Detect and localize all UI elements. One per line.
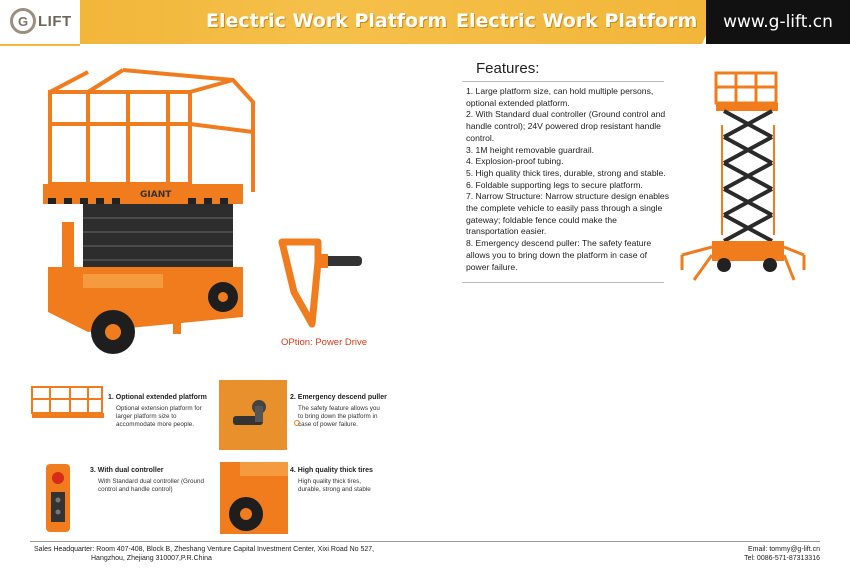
header-title-left: Electric Work Platform xyxy=(206,10,448,32)
footer-tel: Tel: 0086-571-87313316 xyxy=(744,555,820,562)
option-bullet-icon xyxy=(294,420,300,426)
main-scissor-lift-image: GIANT xyxy=(43,68,255,354)
option-2-desc: The safety feature allows you to bring d… xyxy=(298,405,380,428)
side-extended-lift-image xyxy=(680,71,806,281)
option-dual-controller-image xyxy=(46,464,70,532)
footer-divider xyxy=(30,541,820,542)
option-thick-tires-image xyxy=(220,462,288,534)
option-power-drive-label: OPtion: Power Drive xyxy=(281,337,368,348)
header-logo-area: G LIFT xyxy=(0,0,80,46)
feature-item: 4. Explosion-proof tubing. xyxy=(466,156,564,167)
feature-item: 2. With Standard dual controller (Ground… xyxy=(466,109,666,143)
feature-item: 1. Large platform size, can hold multipl… xyxy=(466,86,654,108)
features-divider-top xyxy=(462,81,664,82)
header-website-area: www.g-lift.cn xyxy=(706,0,850,44)
option-2-title: 2. Emergency descend puller xyxy=(290,394,387,401)
option-extended-platform-image xyxy=(31,386,104,418)
features-title: Features: xyxy=(476,60,540,77)
header-title-right: Electric Work Platform xyxy=(456,10,698,32)
header-banner: Electric Work Platform Electric Work Pla… xyxy=(80,0,722,44)
feature-item: 6. Foldable supporting legs to secure pl… xyxy=(466,179,643,190)
feature-item: 3. 1M height removable guardrail. xyxy=(466,144,595,155)
logo-text: LIFT xyxy=(38,12,72,30)
footer-address-line2: Hangzhou, Zhejiang 310007,P.R.China xyxy=(91,555,212,562)
features-divider-bottom xyxy=(462,282,664,283)
brand-label: GIANT xyxy=(140,190,172,200)
option-1-title: 1. Optional extended platform xyxy=(108,394,207,401)
option-4-title: 4. High quality thick tires xyxy=(290,467,373,474)
option-emergency-puller-image xyxy=(219,380,287,450)
option-4-desc: High quality thick tires, durable, stron… xyxy=(298,478,371,493)
option-3-desc: With Standard dual controller (Ground co… xyxy=(98,478,205,493)
company-logo: G LIFT xyxy=(10,6,72,36)
features-list: 1. Large platform size, can hold multipl… xyxy=(466,86,671,273)
feature-item: 8. Emergency descend puller: The safety … xyxy=(466,238,652,272)
website-link[interactable]: www.g-lift.cn xyxy=(723,12,833,32)
footer-email[interactable]: Email: tommy@g-lift.cn xyxy=(747,546,820,553)
power-drive-handle-image xyxy=(278,238,362,328)
option-3-title: 3. With dual controller xyxy=(90,467,164,474)
logo-mark-icon: G xyxy=(10,8,36,34)
feature-item: 7. Narrow Structure: Narrow structure de… xyxy=(466,191,669,237)
footer-address-line1: Sales Headquarter: Room 407-408, Block B… xyxy=(34,546,375,553)
option-1-desc: Optional extension platform for larger p… xyxy=(116,405,202,428)
feature-item: 5. High quality thick tires, durable, st… xyxy=(466,167,666,178)
